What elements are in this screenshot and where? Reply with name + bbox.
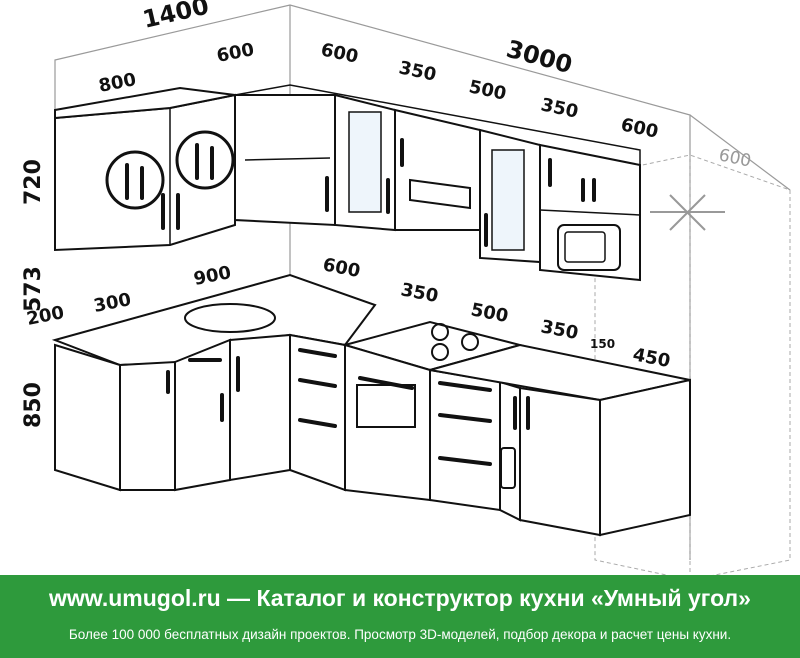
dim-upper-350-b: 350: [539, 94, 580, 122]
dim-base-900: 900: [192, 262, 233, 290]
base-cabinets: [51, 273, 691, 537]
dim-base-350-a: 350: [399, 279, 440, 307]
dim-fridge-600: 600: [717, 145, 753, 171]
dim-base-350-b: 350: [539, 316, 580, 344]
dim-base-450: 450: [631, 344, 672, 372]
dim-upper-600-b: 600: [619, 114, 660, 142]
fridge: [650, 194, 725, 231]
banner-subtitle: Более 100 000 бесплатных дизайн проектов…: [68, 627, 732, 642]
dim-height-573: 573: [21, 266, 46, 312]
banner-title[interactable]: www.umugol.ru — Каталог и конструктор ку…: [49, 585, 751, 611]
footer-banner: www.umugol.ru — Каталог и конструктор ку…: [0, 575, 800, 658]
dim-height-720: 720: [21, 159, 46, 205]
dim-upper-600-corner: 600: [215, 39, 256, 67]
gas-burner-icon: [431, 323, 479, 361]
kitchen-diagram: 1400 3000 800 600 600 350 500 350 600 60…: [21, 0, 791, 575]
dim-upper-800: 800: [97, 69, 138, 97]
cutlery-icon: [175, 130, 235, 190]
dim-upper-500: 500: [467, 76, 508, 104]
dim-base-150: 150: [590, 337, 615, 351]
dim-1400: 1400: [140, 0, 211, 34]
dim-base-600: 600: [321, 254, 362, 282]
upper-cabinets: [54, 84, 641, 282]
snowflake-icon: [650, 194, 725, 231]
bottle-icon: [500, 447, 516, 489]
dim-upper-600-a: 600: [319, 39, 360, 67]
dim-3000: 3000: [503, 35, 575, 79]
dim-base-500: 500: [469, 299, 510, 327]
dim-base-300: 300: [92, 289, 133, 317]
cutlery-icon: [105, 150, 165, 210]
dim-height-850: 850: [21, 382, 46, 428]
dim-upper-350-a: 350: [397, 57, 438, 85]
